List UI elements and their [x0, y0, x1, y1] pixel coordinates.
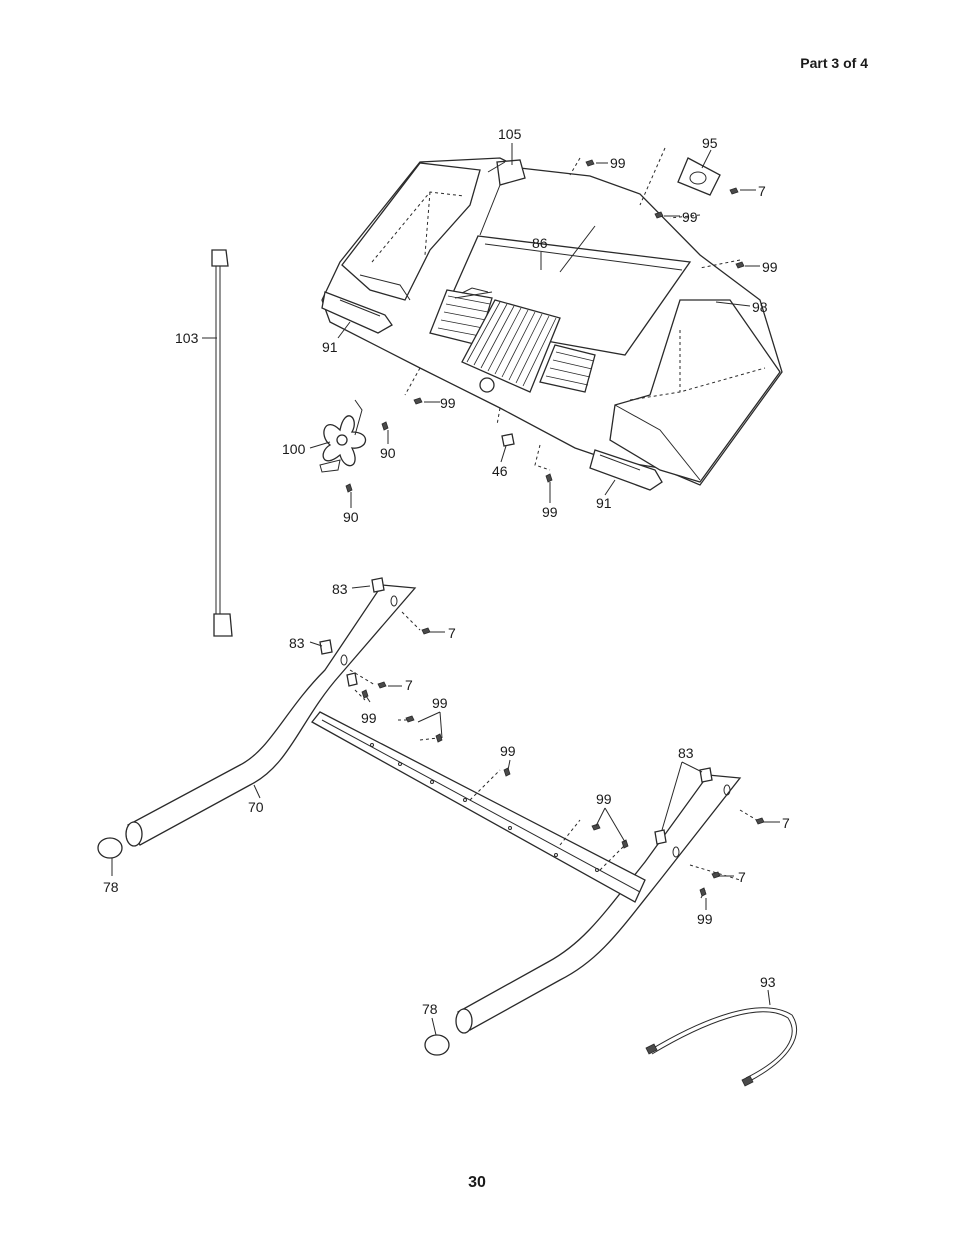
callout-7-d: 7 — [782, 815, 790, 831]
callout-7-c: 7 — [405, 677, 413, 693]
callout-86: 86 — [532, 235, 548, 251]
page-number: 30 — [468, 1174, 486, 1191]
callout-99-f: 99 — [361, 710, 377, 726]
callout-103: 103 — [175, 330, 199, 346]
callout-105: 105 — [498, 126, 522, 142]
callout-93: 93 — [760, 974, 776, 990]
power-cord-part-103 — [211, 249, 233, 637]
callout-7-b: 7 — [448, 625, 456, 641]
callout-83-c: 83 — [678, 745, 694, 761]
callout-98: 98 — [752, 299, 768, 315]
callout-83-b: 83 — [289, 635, 305, 651]
callout-99-h: 99 — [500, 743, 516, 759]
upright-frame-part-70 — [125, 584, 742, 1034]
callout-90-b: 90 — [343, 509, 359, 525]
end-cap-right-part-78 — [424, 1034, 450, 1056]
wire-part-93 — [645, 1007, 797, 1087]
callout-78-b: 78 — [422, 1001, 438, 1017]
callout-99-j: 99 — [697, 911, 713, 927]
callout-99-a: 99 — [610, 155, 626, 171]
callout-95: 95 — [702, 135, 718, 151]
handle-grip-left-part-91 — [321, 291, 393, 334]
callout-91-b: 91 — [596, 495, 612, 511]
console-assembly — [319, 147, 783, 493]
screw-set-console — [345, 159, 745, 493]
callout-labels: 105 95 99 7 99 86 99 98 103 91 99 90 100… — [103, 126, 790, 1017]
callout-99-g: 99 — [432, 695, 448, 711]
leader-lines — [111, 143, 780, 1036]
callout-99-c: 99 — [762, 259, 778, 275]
callout-70: 70 — [248, 799, 264, 815]
callout-99-d: 99 — [440, 395, 456, 411]
fan-part-100 — [319, 399, 367, 473]
page-part-label: Part 3 of 4 — [800, 55, 868, 71]
console-left-arm — [341, 162, 481, 301]
callout-7-a: 7 — [758, 183, 766, 199]
callout-99-e: 99 — [542, 504, 558, 520]
callout-78-a: 78 — [103, 879, 119, 895]
callout-83-a: 83 — [332, 581, 348, 597]
part-46 — [501, 433, 515, 447]
callout-99-i: 99 — [596, 791, 612, 807]
callout-99-b: 99 — [682, 209, 698, 225]
callout-90-a: 90 — [380, 445, 396, 461]
end-cap-left-part-78 — [97, 837, 123, 859]
callout-100: 100 — [282, 441, 306, 457]
clip-set-part-83 — [319, 577, 713, 845]
fan-grille — [461, 299, 561, 393]
callout-91-a: 91 — [322, 339, 338, 355]
bracket-part-95 — [677, 157, 721, 196]
callout-46: 46 — [492, 463, 508, 479]
handle-grip-right-part-91 — [589, 449, 663, 491]
callout-7-e: 7 — [738, 869, 746, 885]
speaker-grille-right — [539, 344, 596, 393]
